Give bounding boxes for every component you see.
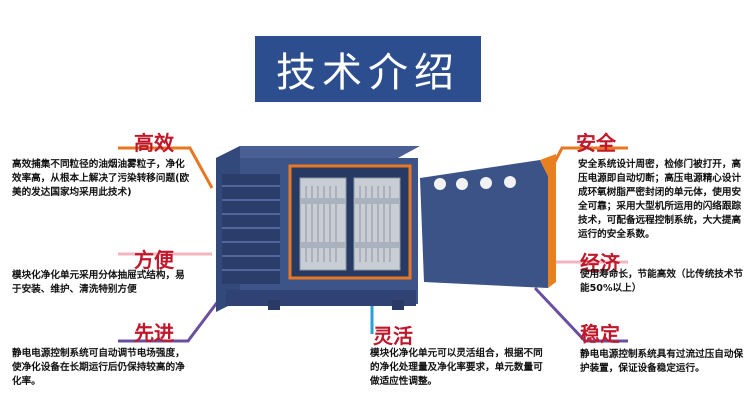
feature-title-economy: 经济: [580, 251, 620, 275]
feature-text-convenient: 模块化净化单元采用分体抽屉式结构，易于安装、维护、清洗特别方便: [12, 270, 185, 295]
feature-text-stable: 静电电源控制系统具有过流过压自动保护装置，保证设备稳定运行。: [580, 349, 744, 374]
feature-text-efficient: 高效捕集不同粒径的油烟油雾粒子，净化效率高，从根本上解决了污染转移问题(欧美的发…: [12, 159, 190, 198]
feature-text-economy: 使用寿命长，节能高效（比传统技术节能50%以上）: [580, 269, 744, 294]
feature-text-safety: 安全系统设计周密，检修门被打开，高压电源即自动切断；高压电源精心设计成环氧树脂严…: [578, 159, 742, 240]
advanced-connector: [118, 295, 224, 343]
feature-title-advanced: 先进: [134, 321, 174, 345]
feature-title-efficient: 高效: [134, 131, 174, 155]
feature-title-safety: 安全: [576, 131, 616, 155]
stable-connector: [533, 286, 628, 343]
feature-text-flexible: 模块化净化单元可以灵活组合，根据不同的净化处理量及净化率要求，单元数量可做适应性…: [370, 348, 543, 387]
page-title: 技术介绍: [255, 36, 481, 102]
feature-title-flexible: 灵活: [373, 324, 413, 348]
feature-title-stable: 稳定: [580, 322, 620, 346]
feature-title-convenient: 方便: [134, 248, 174, 272]
cabinet-base: [226, 290, 416, 306]
cabinet-top: [216, 146, 420, 158]
air-grille: [222, 174, 280, 284]
efficient-connector: [118, 146, 214, 189]
service-door: [420, 154, 556, 288]
filter-cell-right: [353, 177, 401, 271]
filter-cell-left: [299, 177, 347, 271]
feature-text-advanced: 静电电源控制系统可自动调节电场强度，使净化设备在长期运行后仍保持较高的净化率。: [12, 348, 185, 387]
